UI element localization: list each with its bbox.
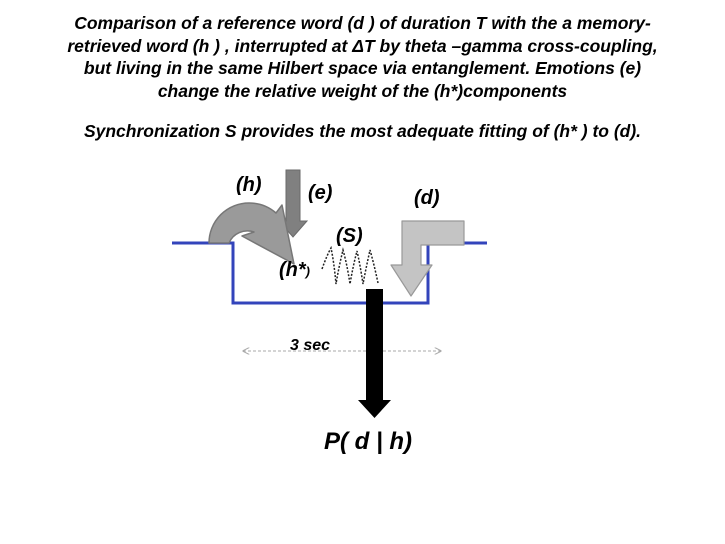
caption-line-3: but living in the same Hilbert space via… <box>83 58 642 78</box>
probability-down-arrow <box>358 289 391 418</box>
label-duration: 3 sec <box>290 337 331 354</box>
caption-line-2: retrieved word (h ) , interrupted at ΔT … <box>67 35 658 56</box>
label-hstar-main: (h* <box>279 259 306 281</box>
caption-line-4: change the relative weight of the (h*)co… <box>157 80 568 101</box>
label-e: (e) <box>308 182 333 204</box>
label-hstar-paren: ) <box>305 264 311 279</box>
label-s: (S) <box>336 225 363 247</box>
d-bent-arrow <box>390 220 465 297</box>
h-curved-arrow <box>208 202 295 265</box>
label-d: (d) <box>414 187 440 209</box>
synchronization-wave <box>321 245 379 285</box>
label-hstar: (h*) <box>279 259 310 282</box>
label-h: (h) <box>236 174 262 196</box>
caption-synchronization-line: Synchronization S provides the most adeq… <box>83 121 642 141</box>
caption-line-1: Comparison of a reference word (d ) of d… <box>74 13 651 33</box>
label-probability: P( d | h) <box>324 428 413 455</box>
caption-paragraph: Comparison of a reference word (d ) of d… <box>0 12 725 102</box>
